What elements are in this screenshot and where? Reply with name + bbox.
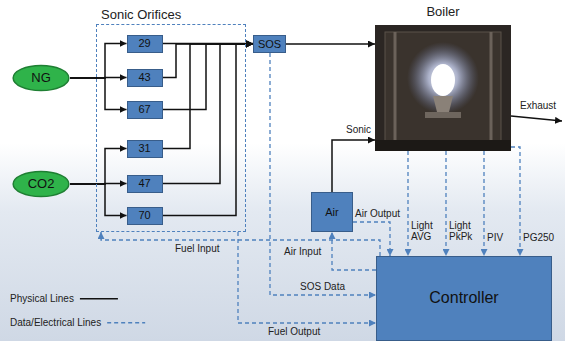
free-label-box: Exhaust — [520, 100, 556, 112]
ellipse-shape — [13, 65, 69, 90]
signal-label: Air Output — [355, 208, 400, 220]
edge-label-box: Fuel Input — [175, 243, 219, 255]
flame-glow — [407, 42, 479, 114]
process-box: 67 — [127, 101, 163, 119]
physical-line — [163, 44, 254, 216]
node-label: 31 — [138, 142, 150, 155]
signal-label: PIV — [487, 232, 503, 244]
legend-text: Data/Electrical Lines — [10, 317, 101, 329]
physical-line — [163, 44, 254, 110]
node-label: 43 — [138, 71, 150, 84]
burner-base — [425, 112, 461, 118]
signal-label: Sonic — [346, 124, 371, 136]
node-label: 70 — [138, 209, 150, 222]
node-label: 67 — [138, 103, 150, 116]
physical-line — [70, 149, 127, 185]
legend-text: Physical Lines — [10, 293, 74, 305]
process-box: 31 — [127, 140, 163, 158]
physical-line — [332, 140, 375, 192]
physical-line — [70, 44, 127, 79]
ellipse-shape — [13, 171, 69, 196]
node-heading: Boiler — [375, 5, 511, 20]
physical-line — [163, 44, 254, 184]
node-label: Air — [325, 206, 338, 219]
legend-sample — [107, 322, 145, 323]
process-box: 47 — [127, 175, 163, 193]
signal-label: Fuel Input — [175, 243, 219, 255]
data-line — [445, 151, 446, 256]
data-line — [407, 151, 408, 256]
controller-box: Controller — [376, 256, 552, 341]
legend-entry: Data/Electrical Lines — [10, 312, 101, 330]
data-line — [238, 232, 376, 323]
edge-label-box: PIV — [487, 232, 503, 244]
boiler-floor — [375, 140, 511, 151]
signal-label: Fuel Output — [268, 326, 320, 338]
signal-label: PG250 — [523, 232, 554, 244]
flow-label: Exhaust — [520, 100, 556, 112]
legend-sample — [80, 298, 118, 300]
data-line — [483, 151, 484, 256]
data-line — [270, 53, 376, 295]
node-label: NG — [31, 71, 51, 86]
node-label: SOS — [258, 38, 281, 51]
group-box: Sonic Orifices294367314770 — [96, 24, 246, 232]
physical-line — [286, 43, 375, 45]
boiler-post — [394, 32, 397, 142]
boiler-post — [490, 32, 493, 142]
source-ellipse: NG — [12, 64, 70, 92]
process-box: 43 — [127, 69, 163, 87]
boiler-box: Boiler — [375, 25, 511, 151]
edge-label-box: Air Output — [355, 208, 400, 220]
process-box: 70 — [127, 207, 163, 225]
flame — [431, 64, 455, 96]
physical-line — [70, 184, 127, 216]
data-line — [511, 147, 520, 256]
edge-label-box: Light AVG — [411, 220, 441, 242]
edge-label-box: Air Input — [284, 246, 321, 258]
signal-label: Light PkPk — [449, 220, 481, 242]
signal-label: SOS Data — [300, 281, 345, 293]
node-label: 47 — [138, 177, 150, 190]
node-label: CO2 — [28, 177, 55, 192]
edge-label-box: Light PkPk — [449, 220, 481, 242]
data-line — [101, 232, 380, 256]
boiler-chamber — [385, 32, 501, 142]
process-box: SOS — [253, 35, 286, 53]
physical-line — [70, 78, 127, 110]
edge-label-box: Fuel Output — [268, 326, 320, 338]
data-line — [353, 222, 390, 256]
source-ellipse: CO2 — [12, 170, 70, 198]
physical-line — [163, 44, 254, 149]
signal-label: Air Input — [284, 246, 321, 258]
node-heading: Sonic Orifices — [101, 8, 181, 23]
node-label: 29 — [138, 37, 150, 50]
signal-label: Light AVG — [411, 220, 441, 242]
edge-label-box: Sonic — [346, 124, 371, 136]
physical-line — [163, 44, 254, 78]
process-box: 29 — [127, 35, 163, 53]
edge-label-box: SOS Data — [300, 281, 345, 293]
edge-label-box: PG250 — [523, 232, 554, 244]
process-box: Air — [311, 192, 353, 232]
data-line — [332, 232, 376, 270]
legend-entry: Physical Lines — [10, 288, 74, 306]
boiler-photo — [375, 25, 511, 151]
exhaust-line — [511, 116, 562, 121]
burner — [433, 96, 453, 112]
node-label: Controller — [429, 289, 498, 307]
